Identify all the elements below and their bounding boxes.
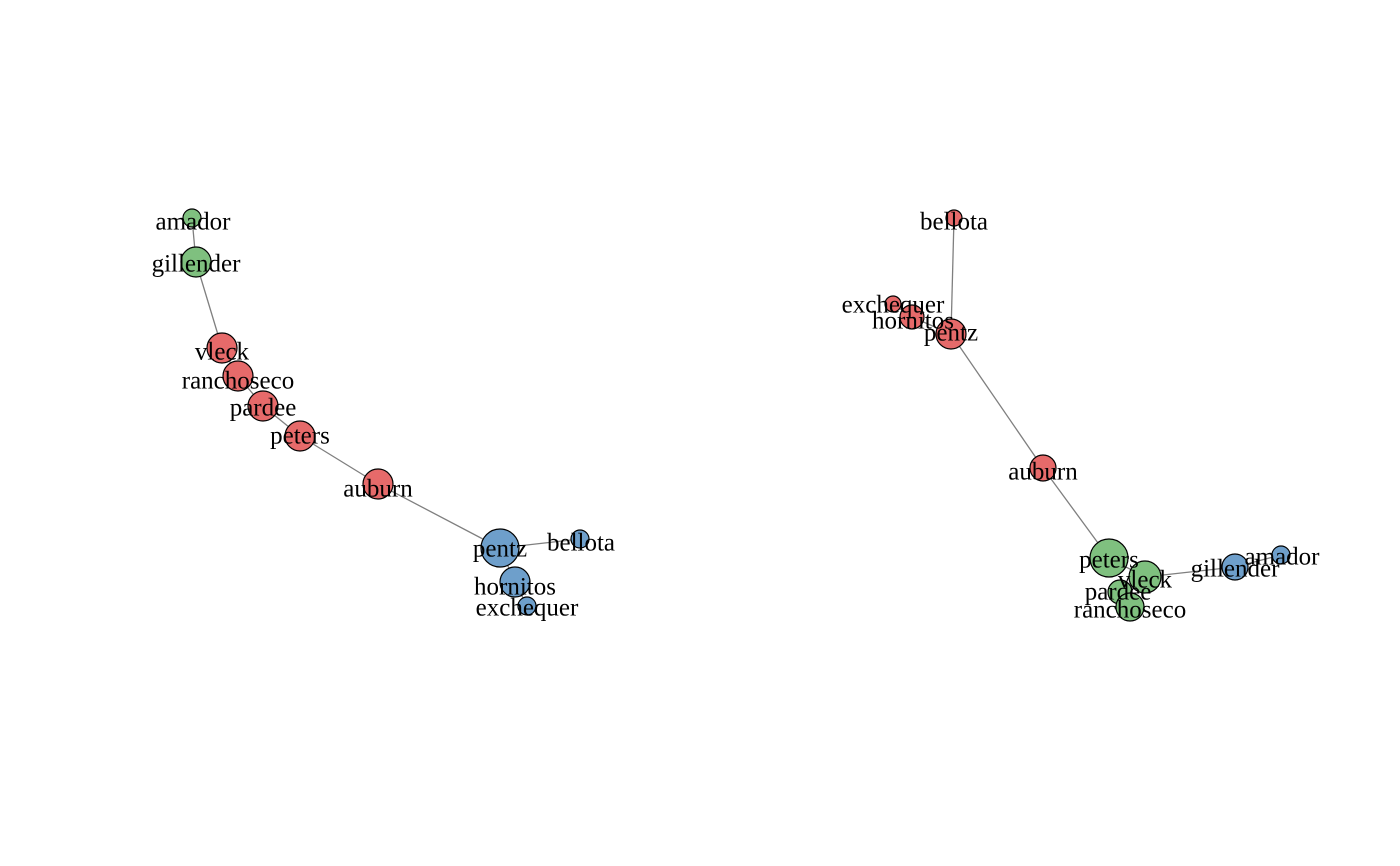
node-label-bellota: bellota [547,530,615,557]
node-ranchoseco [222,360,254,392]
node-vleck [206,332,238,364]
node-label-peters: peters [1079,547,1139,574]
node-ranchoseco [1115,592,1145,622]
node-label-exchequer: exchequer [842,292,945,319]
node-label-ranchoseco: ranchoseco [1074,597,1186,624]
node-label-pentz: pentz [473,536,527,563]
node-label-amador: amador [1245,544,1321,571]
node-label-pentz: pentz [924,320,978,347]
node-peters [1089,538,1129,578]
node-amador [182,208,202,228]
node-label-ranchoseco: ranchoseco [182,368,294,395]
label-layer: amador gillender vleckranchosecopardeepete… [152,209,615,622]
node-pentz [480,528,520,568]
edge-auburn-pentz [377,483,501,549]
node-label-gillender: gillender [1191,556,1281,583]
network-panel-left: amador gillender vleckranchosecopardeepete… [152,208,615,622]
node-amador [1271,545,1291,565]
node-label-exchequer: exchequer [476,595,579,622]
node-hornitos [499,566,531,598]
node-vleck [1128,560,1162,594]
node-label-hornitos: hornitos [872,308,954,335]
node-label-auburn: auburn [1008,459,1078,486]
node-label-vleck: vleck [1118,567,1173,594]
edge-pentz-auburn [950,333,1044,469]
node-auburn [1029,454,1057,482]
node-exchequer [517,596,537,616]
node-label-auburn: auburn [343,476,413,503]
node-exchequer [884,295,902,313]
node-gillender [180,246,212,278]
edge-bellota-pentz [950,217,955,335]
node-label-hornitos: hornitos [474,574,556,601]
node-label-pardee: pardee [1085,579,1152,606]
node-layer [180,208,590,616]
node-label-peters: peters [270,423,330,450]
node-layer [884,209,1291,622]
node-auburn [362,468,394,500]
node-label-gillender: gillender [152,251,242,278]
node-label-amador: amador [156,209,232,236]
node-gillender [1221,553,1249,581]
node-pardee [247,390,279,422]
node-bellota [570,529,590,549]
node-peters [284,420,316,452]
node-label-vleck: vleck [195,339,250,366]
node-label-bellota: bellota [920,209,988,236]
node-bellota [945,209,963,227]
node-hornitos [899,304,925,330]
node-pentz [935,318,967,350]
node-label-pardee: pardee [230,395,297,422]
